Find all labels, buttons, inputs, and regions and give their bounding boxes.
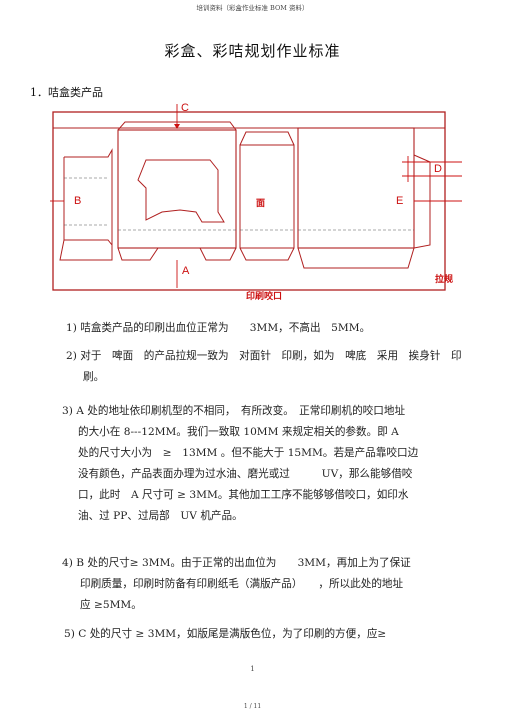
label-face: 面 [256,198,265,208]
box-dieline-diagram: C B 面 A D E 拉规 印刷咬口 [50,102,462,301]
label-pull-guide: 拉规 [435,273,453,284]
bottom-flap-left [117,247,159,261]
section-heading: 1．咭盒类产品 [30,86,103,99]
label-d: D [434,163,442,175]
paragraph-1: 1) 咭盒类产品的印刷出血位正常为 3MM，不高出 5MM。 [66,318,370,339]
label-gripper-edge: 印刷咬口 [246,290,282,301]
text-line: 4) B 处的尺寸≥ 3MM。由于正常的出血位为 3MM，再加上为了保证 [62,557,411,569]
label-b: B [74,195,81,207]
paragraph-4: 4) B 处的尺寸≥ 3MM。由于正常的出血位为 3MM，再加上为了保证 印刷质… [62,553,411,616]
text-line: 刷。 [83,371,105,383]
window-cutout [137,159,225,223]
paragraph-3: 3) A 处的地址依印刷机型的不相同， 有所改变。 正常印刷机的咬口地址 的大小… [62,401,418,527]
text-line: 2) 对于 啤面 的产品拉规一致为 对面针 印刷，如为 啤底 采用 挨身针 印 [66,350,462,362]
text-line: 没有颜色，产品表面办理为过水油、磨光或过 UV，那么能够借咬 [78,468,413,480]
back-panel [297,127,415,249]
label-c: C [181,102,189,114]
paragraph-5: 5) C 处的尺寸 ≥ 3MM，如版尾是满版色位，为了印刷的方便，应≥ [64,624,386,645]
glue-flap [413,154,431,249]
label-a: A [182,265,190,277]
middle-panel [239,144,295,249]
text-line: 油、过 PP、过局部 UV 机产品。 [78,510,243,522]
text-line: 的大小在 8---12MM。我们一致取 10MM 来规定相关的参数。即 A [78,426,399,438]
text-line: 口，此时 A 尺寸可 ≥ 3MM。其他加工工序不能够够借咬口，如印水 [78,489,409,501]
text-line: 处的尺寸大小为 ≥ 13MM 。但不能大于 15MM。若是产品靠咬口边 [78,447,419,459]
text-line: 应 ≥5MM。 [80,599,142,611]
footer-page-count: 1 / 11 [243,703,262,710]
running-header: 培训资料（彩盒作业标准 BOM 资料） [196,4,309,12]
label-e: E [396,195,403,207]
text-line: 3) A 处的地址依印刷机型的不相同， 有所改变。 正常印刷机的咬口地址 [62,405,406,417]
text-line: 5) C 处的尺寸 ≥ 3MM，如版尾是满版色位，为了印刷的方便，应≥ [64,628,387,640]
left-lower-flap [59,239,113,261]
footer-page-number: 1 [250,665,255,673]
page-title: 彩盒、彩咭规划作业标准 [164,42,341,60]
bottom-flap-right [199,247,237,261]
paragraph-2: 2) 对于 啤面 的产品拉规一致为 对面针 印刷，如为 啤底 采用 挨身针 印 … [66,346,462,388]
top-tuck-flap [117,121,237,131]
text-line: 印刷质量，印刷时防备有印刷纸毛（满版产品） ，所以此处的地址 [80,578,404,590]
left-panel [63,148,113,247]
text-line: 1) 咭盒类产品的印刷出血位正常为 3MM，不高出 5MM。 [66,322,371,334]
